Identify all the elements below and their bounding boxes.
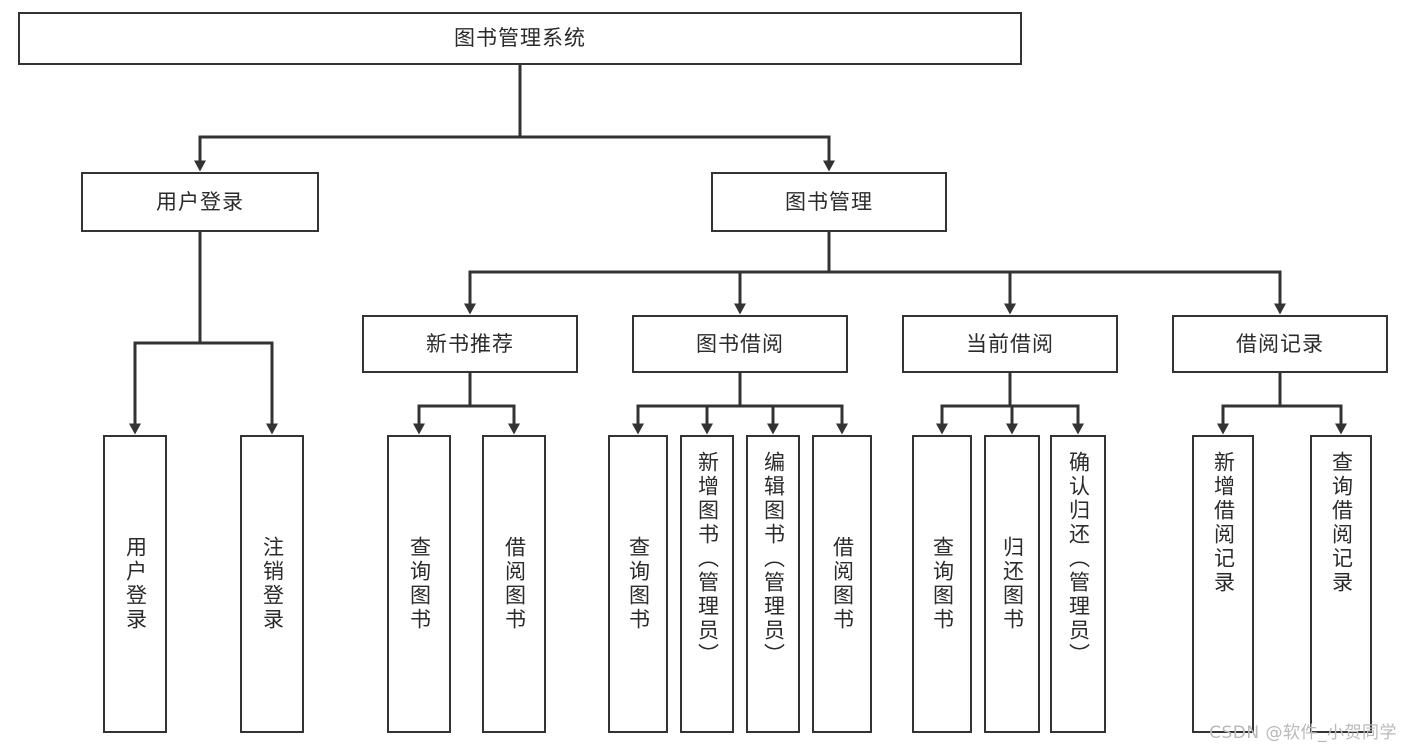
node-root[interactable]: 图书管理系统 — [18, 12, 1022, 65]
node-book-borrow[interactable]: 图书借阅 — [632, 315, 848, 373]
node-user-login[interactable]: 用户登录 — [81, 172, 319, 232]
node-book-manage[interactable]: 图书管理 — [711, 172, 947, 232]
node-leaf-logout[interactable]: 注销登录 — [240, 435, 304, 733]
node-label: 查询借阅记录 — [1329, 451, 1354, 595]
node-leaf-query-rec[interactable]: 查询借阅记录 — [1310, 435, 1372, 733]
node-label: 当前借阅 — [966, 331, 1054, 356]
node-leaf-add-rec[interactable]: 新增借阅记录 — [1192, 435, 1254, 733]
node-label: 注销登录 — [260, 536, 285, 632]
node-leaf-query-1[interactable]: 查询图书 — [387, 435, 451, 733]
node-current-borrow[interactable]: 当前借阅 — [902, 315, 1118, 373]
node-label: 用户登录 — [156, 189, 244, 214]
node-label: 新书推荐 — [426, 331, 514, 356]
watermark-label: CSDN @软件_小贺同学 — [1209, 723, 1397, 743]
node-leaf-borrow-1[interactable]: 借阅图书 — [482, 435, 546, 733]
node-leaf-borrow-2[interactable]: 借阅图书 — [812, 435, 872, 733]
node-label: 用户登录 — [123, 536, 148, 632]
node-label: 借阅图书 — [830, 536, 855, 632]
node-label: 借阅记录 — [1236, 331, 1324, 356]
node-leaf-confirm[interactable]: 确认归还（管理员） — [1050, 435, 1106, 733]
node-label: 归还图书 — [1000, 536, 1025, 632]
node-label: 查询图书 — [626, 536, 651, 632]
node-leaf-user-login[interactable]: 用户登录 — [103, 435, 167, 733]
node-leaf-return[interactable]: 归还图书 — [984, 435, 1040, 733]
node-borrow-record[interactable]: 借阅记录 — [1172, 315, 1388, 373]
node-label: 借阅图书 — [502, 536, 527, 632]
node-label: 编辑图书（管理员） — [761, 451, 786, 667]
node-label: 查询图书 — [407, 536, 432, 632]
node-label: 图书管理系统 — [454, 26, 586, 51]
node-leaf-query-3[interactable]: 查询图书 — [912, 435, 972, 733]
node-label: 图书管理 — [785, 189, 873, 214]
node-new-book-rec[interactable]: 新书推荐 — [362, 315, 578, 373]
node-leaf-edit-book[interactable]: 编辑图书（管理员） — [746, 435, 800, 733]
node-leaf-query-2[interactable]: 查询图书 — [608, 435, 668, 733]
node-label: 新增借阅记录 — [1211, 451, 1236, 595]
node-label: 查询图书 — [930, 536, 955, 632]
node-label: 确认归还（管理员） — [1066, 451, 1091, 667]
node-leaf-add-book[interactable]: 新增图书（管理员） — [680, 435, 734, 733]
node-label: 图书借阅 — [696, 331, 784, 356]
node-label: 新增图书（管理员） — [695, 451, 720, 667]
